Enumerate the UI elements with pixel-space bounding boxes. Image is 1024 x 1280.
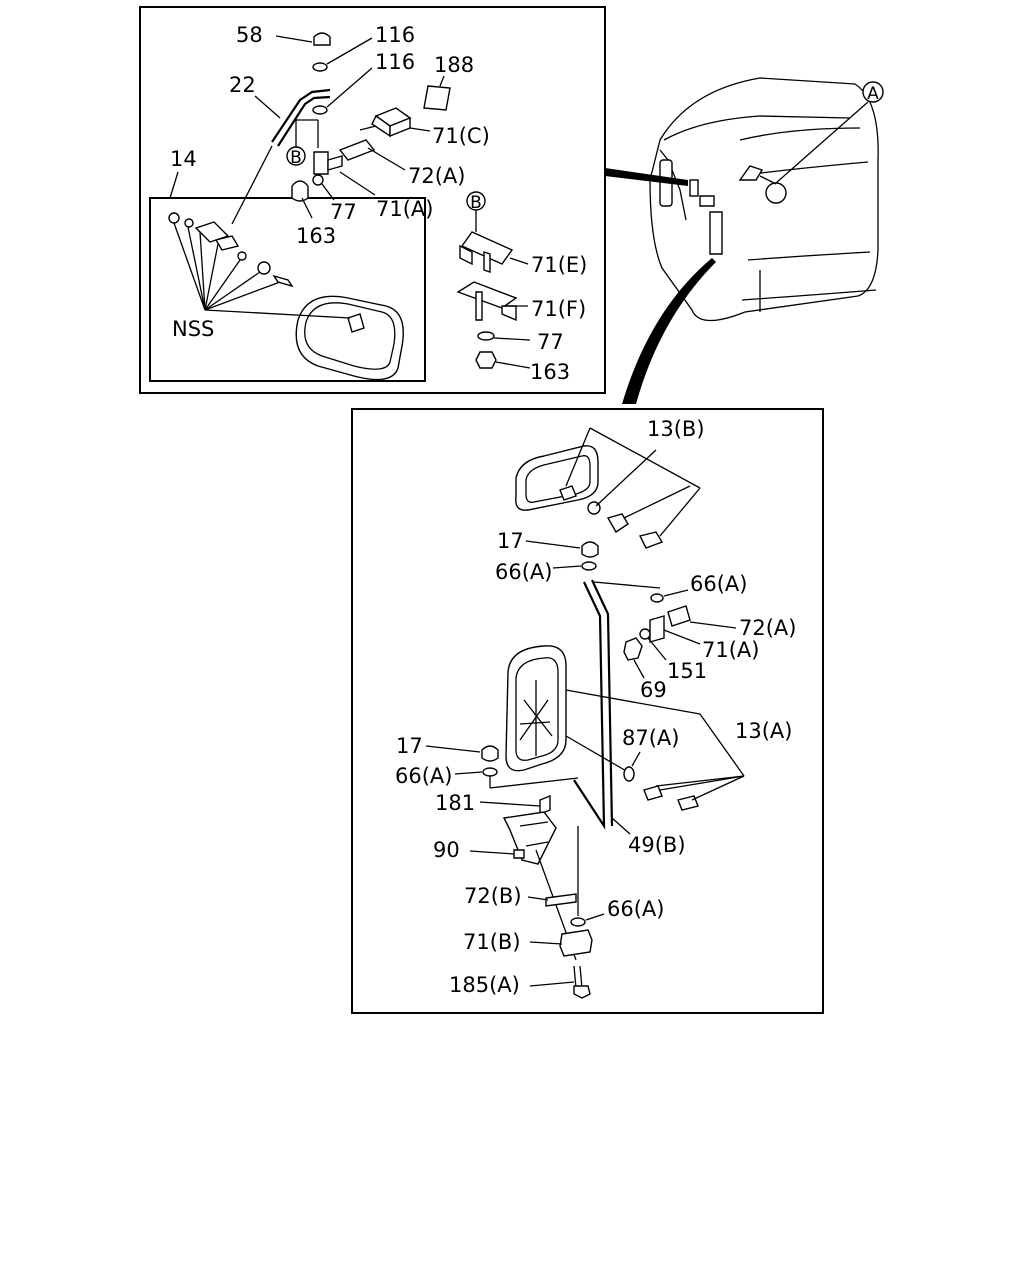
label-163-right: 163: [530, 360, 570, 384]
label-58: 58: [236, 23, 263, 47]
cap-nut-163-top: [291, 180, 309, 202]
label-185a: 185(A): [449, 973, 520, 997]
label-71b: 71(B): [463, 930, 521, 954]
washer-66a-lower-left: [482, 767, 498, 777]
label-77-right: 77: [537, 330, 564, 354]
label-13a: 13(A): [735, 719, 792, 743]
large-mirror: [505, 645, 745, 777]
cap-nut-58: [275, 32, 331, 46]
label-71c: 71(C): [432, 124, 490, 148]
washer-66a-upper: [581, 561, 597, 571]
label-116-lower: 116: [375, 50, 415, 74]
mirror-stay-49b: [573, 579, 661, 835]
label-71a-bottom: 71(A): [702, 638, 759, 662]
label-163-top: 163: [296, 224, 336, 248]
label-66a-bottom: 66(A): [607, 897, 664, 921]
washer-116-lower: [312, 105, 328, 115]
washer-66a-right: [650, 593, 664, 603]
nss-mirror-assembly: [168, 212, 404, 381]
plate-72b: [545, 893, 577, 907]
nut-69: [623, 637, 643, 661]
washer-77-top: [312, 174, 324, 186]
label-71e: 71(E): [531, 253, 587, 277]
callout-b-right: B: [466, 191, 486, 232]
callout-b-top: B: [286, 119, 319, 168]
label-77-top: 77: [330, 200, 357, 224]
label-plate-188: [423, 85, 451, 111]
label-151: 151: [667, 659, 707, 683]
top-panel-labels: 58 116 116 188 22 71(C) 14 72(A) 77 71(A…: [170, 23, 587, 384]
label-17-upper: 17: [497, 529, 524, 553]
label-66a-lower-left: 66(A): [395, 764, 452, 788]
callout-a-text: A: [867, 84, 879, 104]
mirror-stay-22: [231, 88, 331, 225]
label-13b: 13(B): [647, 417, 705, 441]
spacer-13a: [643, 785, 663, 801]
collar-87a: [623, 766, 635, 782]
washer-66a-bottom: [570, 917, 586, 927]
bolt-185a: [529, 965, 591, 999]
label-116-upper: 116: [375, 23, 415, 47]
nss-inset-frame: [149, 197, 426, 382]
bracket-71e: [459, 231, 529, 273]
bottom-panel: 13(B) 17 66(A) 66(A) 72(A) 71(A) 151 69 …: [351, 408, 824, 1014]
label-87a: 87(A): [622, 726, 679, 750]
callout-b-right-text: B: [470, 193, 482, 213]
bracket-71c: [359, 107, 431, 138]
nut-163-right: [475, 351, 497, 369]
label-181: 181: [435, 791, 475, 815]
bracket-71b: [559, 929, 593, 957]
label-nss: NSS: [172, 317, 214, 341]
label-22: 22: [229, 73, 256, 97]
label-17-lower: 17: [396, 734, 423, 758]
bracket-71a-top: [313, 151, 376, 196]
label-71f: 71(F): [531, 297, 586, 321]
top-panel-frame: [139, 6, 606, 394]
label-69: 69: [640, 678, 667, 702]
top-panel: B: [139, 6, 606, 394]
washer-77-right: [477, 331, 495, 341]
callout-b-top-text: B: [290, 148, 302, 168]
bottom-panel-frame: [351, 408, 824, 1014]
label-66a-right: 66(A): [690, 572, 747, 596]
small-mirror-13b: [515, 427, 701, 549]
cap-nut-17-lower: [481, 745, 499, 762]
plate-72a: [338, 139, 376, 161]
plate-72a-bottom: [667, 605, 691, 627]
washer-116-upper: [312, 62, 328, 72]
bottom-panel-labels: 13(B) 17 66(A) 66(A) 72(A) 71(A) 151 69 …: [395, 417, 796, 997]
label-72a-bottom: 72(A): [739, 616, 796, 640]
bracket-71f: [456, 281, 528, 322]
cap-nut-17-upper: [581, 541, 599, 558]
label-49b: 49(B): [628, 833, 686, 857]
label-66a-upper: 66(A): [495, 560, 552, 584]
label-14: 14: [170, 147, 197, 171]
label-72b: 72(B): [464, 884, 522, 908]
label-188: 188: [434, 53, 474, 77]
truck-cab-illustration: A: [605, 77, 884, 404]
label-72a-top: 72(A): [408, 164, 465, 188]
washer-151: [639, 628, 651, 640]
label-71a-top: 71(A): [376, 197, 433, 221]
bracket-71a-bottom: [649, 615, 665, 643]
label-90: 90: [433, 838, 460, 862]
callout-a-circle: [862, 81, 884, 103]
